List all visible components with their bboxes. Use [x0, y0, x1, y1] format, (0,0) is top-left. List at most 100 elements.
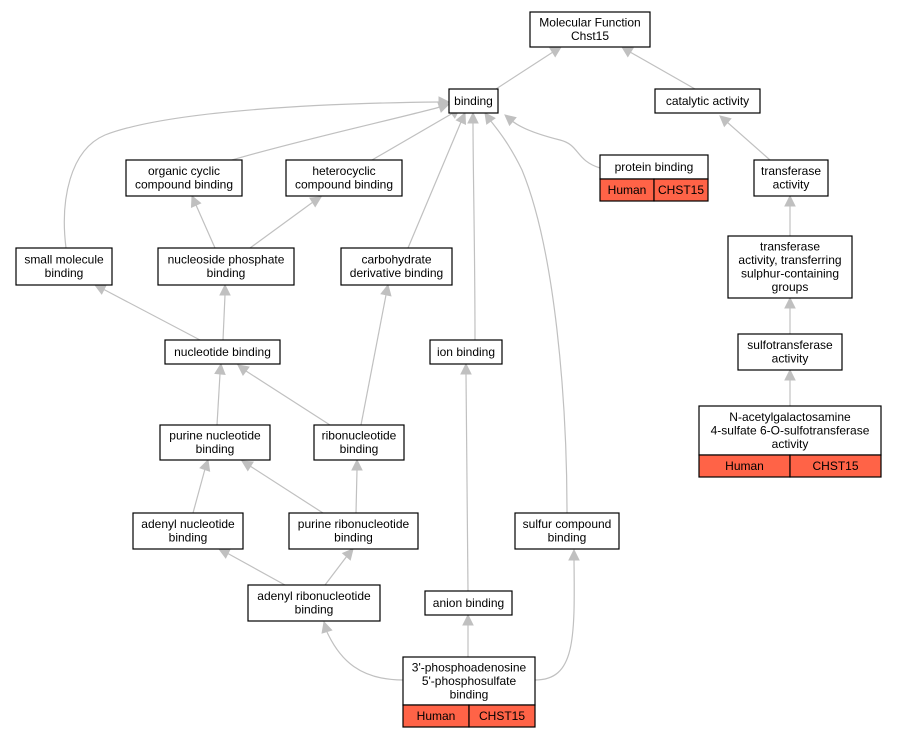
edge-nucleotide-binding-to-small-molecule-binding-line [102, 288, 201, 341]
node-nucleotide-binding[interactable]: nucleotide binding [164, 339, 281, 365]
annotation-gene-cell [653, 178, 709, 202]
annotation-gene-label: CHST15 [658, 183, 704, 197]
edge-ion-binding-to-binding [467, 111, 479, 341]
edge-paps-binding-to-sulfur-compound-binding-line [534, 559, 575, 681]
edge-n-acetylgalactosamine-to-sulfotransferase-activity [784, 368, 796, 406]
node-label-line: transferase [761, 164, 821, 178]
edge-organic-cyclic-compound-binding-to-binding [231, 101, 451, 161]
node-ion-binding[interactable]: ion binding [429, 339, 503, 365]
edge-binding-to-molecular-function-arrowhead [549, 46, 562, 58]
node-label-line: activity [772, 352, 809, 366]
edge-protein-binding-to-binding-line [510, 119, 601, 169]
node-box [157, 247, 295, 286]
edge-adenyl-nucleotide-binding-to-purine-nucleotide-binding-arrowhead [199, 458, 211, 472]
node-label-line: binding [450, 687, 489, 701]
node-box [402, 656, 536, 706]
node-box [654, 88, 761, 114]
edge-adenyl-ribonucleotide-binding-to-purine-ribonucleotide-binding [324, 548, 354, 586]
node-label-line: adenyl ribonucleotide [257, 589, 371, 603]
edge-adenyl-ribonucleotide-binding-to-purine-ribonucleotide-binding-arrowhead [341, 548, 354, 561]
node-label-line: nucleotide binding [174, 345, 271, 359]
edge-transferase-sulphur-to-transferase-activity-arrowhead [784, 194, 796, 207]
node-label-line: binding [169, 531, 208, 545]
node-label-line: binding [295, 603, 334, 617]
node-box [159, 424, 271, 461]
edge-ribonucleotide-binding-to-nucleotide-binding [237, 364, 331, 426]
edge-nucleoside-phosphate-binding-to-organic-cyclic-compound-binding-line [195, 204, 216, 249]
node-box [429, 339, 503, 365]
edge-anion-binding-to-ion-binding [460, 362, 472, 592]
node-label-line: nucleoside phosphate [168, 253, 285, 267]
edge-organic-cyclic-compound-binding-to-binding-line [231, 106, 441, 161]
edge-anion-binding-to-ion-binding-arrowhead [460, 362, 472, 375]
node-binding[interactable]: binding [448, 88, 499, 114]
node-box [737, 333, 843, 371]
edge-transferase-activity-to-catalytic-activity-arrowhead [719, 115, 732, 128]
node-label-line: organic cyclic [148, 164, 220, 178]
node-label-line: activity, transferring [738, 253, 841, 267]
edge-nucleoside-phosphate-binding-to-heterocyclic-compound-binding-line [249, 201, 314, 249]
edge-ribonucleotide-binding-to-carbohydrate-derivative-binding-line [360, 294, 387, 426]
node-box [288, 512, 419, 550]
node-box [599, 154, 709, 180]
node-label-line: derivative binding [350, 266, 443, 280]
edge-ribonucleotide-binding-to-nucleotide-binding-line [245, 370, 331, 426]
node-label-line: binding [340, 442, 379, 456]
node-box [15, 247, 113, 286]
edge-nucleoside-phosphate-binding-to-organic-cyclic-compound-binding-arrowhead [190, 194, 202, 208]
node-label-line: purine ribonucleotide [298, 517, 410, 531]
node-label-line: groups [772, 280, 809, 294]
node-catalytic-activity[interactable]: catalytic activity [654, 88, 761, 114]
node-anion-binding[interactable]: anion binding [424, 590, 513, 616]
edge-purine-ribonucleotide-binding-to-purine-nucleotide-binding-line [249, 465, 324, 514]
node-paps-binding[interactable]: 3'-phosphoadenosine5'-phosphosulfatebind… [402, 656, 536, 728]
edge-paps-binding-to-anion-binding [462, 613, 474, 657]
node-box [514, 512, 620, 550]
edge-sulfur-compound-binding-to-binding-line [489, 119, 568, 514]
edge-nucleotide-binding-to-small-molecule-binding [93, 284, 201, 341]
edge-heterocyclic-compound-binding-to-binding [371, 107, 461, 161]
edge-nucleotide-binding-to-nucleoside-phosphate-binding [219, 283, 231, 341]
edge-transferase-activity-to-catalytic-activity [719, 115, 771, 161]
edge-sulfotransferase-activity-to-transferase-sulphur-arrowhead [784, 296, 796, 309]
edge-sulfur-compound-binding-to-binding-arrowhead [484, 112, 496, 125]
annotation-species-label: Human [608, 183, 647, 197]
edge-nucleotide-binding-to-nucleoside-phosphate-binding-arrowhead [219, 283, 231, 296]
edge-purine-ribonucleotide-binding-to-ribonucleotide-binding [351, 458, 363, 514]
edge-purine-nucleotide-binding-to-nucleotide-binding-arrowhead [214, 362, 226, 375]
edge-paps-binding-to-adenyl-ribonucleotide-binding [321, 620, 404, 681]
node-label-line: 5'-phosphosulfate [422, 674, 517, 688]
node-label-line: binding [454, 94, 493, 108]
annotation-species-label: Human [417, 709, 456, 723]
node-box [698, 405, 882, 456]
node-label-line: Molecular Function [539, 16, 640, 30]
node-box [529, 11, 651, 48]
edge-small-molecule-binding-to-binding-arrowhead [438, 96, 451, 108]
edge-adenyl-ribonucleotide-binding-to-purine-ribonucleotide-binding-line [324, 555, 348, 586]
node-label-line: ribonucleotide [322, 429, 397, 443]
node-label-line: binding [45, 266, 84, 280]
edge-purine-nucleotide-binding-to-nucleotide-binding [214, 362, 226, 426]
node-label-line: binding [196, 442, 235, 456]
edge-protein-binding-to-binding [504, 114, 601, 169]
node-box [132, 512, 244, 550]
